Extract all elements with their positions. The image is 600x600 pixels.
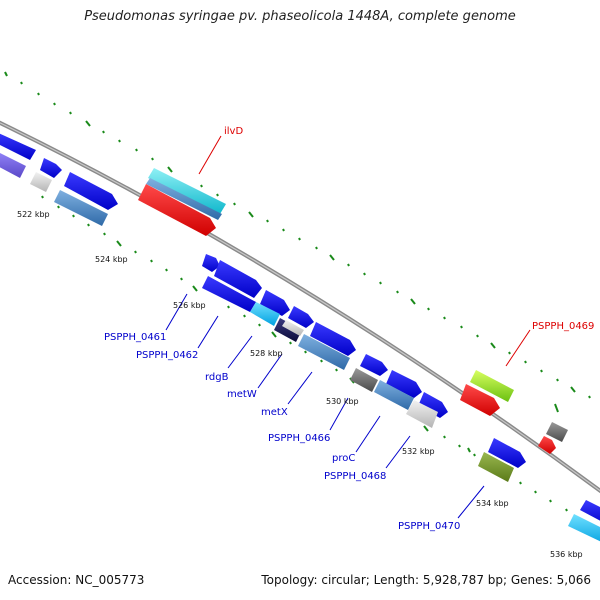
gene-arrow <box>0 153 26 178</box>
gene-arrow <box>148 168 226 214</box>
gene-labels: ilvD PSPPH_0469 PSPPH_0461 PSPPH_0462 rd… <box>104 126 594 532</box>
gene-arrow <box>406 400 438 428</box>
gene-label-pspph-0466: PSPPH_0466 <box>268 433 330 444</box>
gene-label-pspph-0462: PSPPH_0462 <box>136 350 198 361</box>
tick-label-522: 522 kbp <box>17 210 50 219</box>
gene-arrow <box>64 172 118 210</box>
gene-arrow <box>298 334 350 370</box>
gene-arrow <box>488 438 526 468</box>
tick-label-524: 524 kbp <box>95 255 128 264</box>
gene-arrow <box>288 306 314 328</box>
tick-label-534: 534 kbp <box>476 499 509 508</box>
gene-arrow <box>214 260 262 298</box>
label-callouts <box>165 135 531 519</box>
gene-arrow <box>274 318 302 342</box>
gene-label-metx: metX <box>261 407 288 418</box>
tick-label-526: 526 kbp <box>173 301 206 310</box>
gene-arrow <box>470 370 514 402</box>
gene-label-pspph-0461: PSPPH_0461 <box>104 332 166 343</box>
gene-arrow <box>54 190 108 226</box>
gene-arrow <box>250 302 280 326</box>
gene-arrow <box>418 392 448 418</box>
gene-arrow <box>360 354 388 376</box>
tick-label-536: 536 kbp <box>550 550 583 559</box>
tick-label-532: 532 kbp <box>402 447 435 456</box>
gene-arrow <box>138 184 216 236</box>
gene-arrow <box>260 290 290 316</box>
tick-label-530: 530 kbp <box>326 397 359 406</box>
gene-label-metw: metW <box>227 389 257 400</box>
gene-label-ilvd: ilvD <box>224 126 243 137</box>
gene-arrow <box>146 178 222 220</box>
gene-arrow <box>202 254 220 272</box>
gene-arrow <box>546 422 568 442</box>
accession-label: Accession: NC_005773 <box>8 573 145 587</box>
gene-arrow <box>30 172 52 192</box>
gene-arrow <box>350 368 378 392</box>
gene-arrow <box>460 384 500 416</box>
gene-features <box>0 133 600 542</box>
gene-arrow <box>386 370 422 398</box>
map-title: Pseudomonas syringae pv. phaseolicola 14… <box>84 9 516 24</box>
gene-arrow <box>538 436 556 454</box>
gene-arrow <box>580 500 600 521</box>
genome-summary: Topology: circular; Length: 5,928,787 bp… <box>261 573 591 587</box>
gene-arrow <box>310 322 356 356</box>
gene-label-rdgb: rdgB <box>205 372 229 383</box>
gene-label-pspph-0469: PSPPH_0469 <box>532 321 594 332</box>
tick-labels: 522 kbp 524 kbp 526 kbp 528 kbp 530 kbp … <box>17 210 583 559</box>
gene-label-pspph-0468: PSPPH_0468 <box>324 471 386 482</box>
gene-label-pspph-0470: PSPPH_0470 <box>398 521 460 532</box>
gene-arrow <box>568 514 600 542</box>
gene-arrow <box>478 452 514 482</box>
tick-label-528: 528 kbp <box>250 349 283 358</box>
gene-arrow <box>282 320 304 336</box>
gene-arrow <box>40 158 62 178</box>
gene-arrow <box>202 276 256 312</box>
gene-arrow <box>0 133 36 160</box>
gene-arrow <box>374 380 414 410</box>
gene-label-proc: proC <box>332 453 355 464</box>
